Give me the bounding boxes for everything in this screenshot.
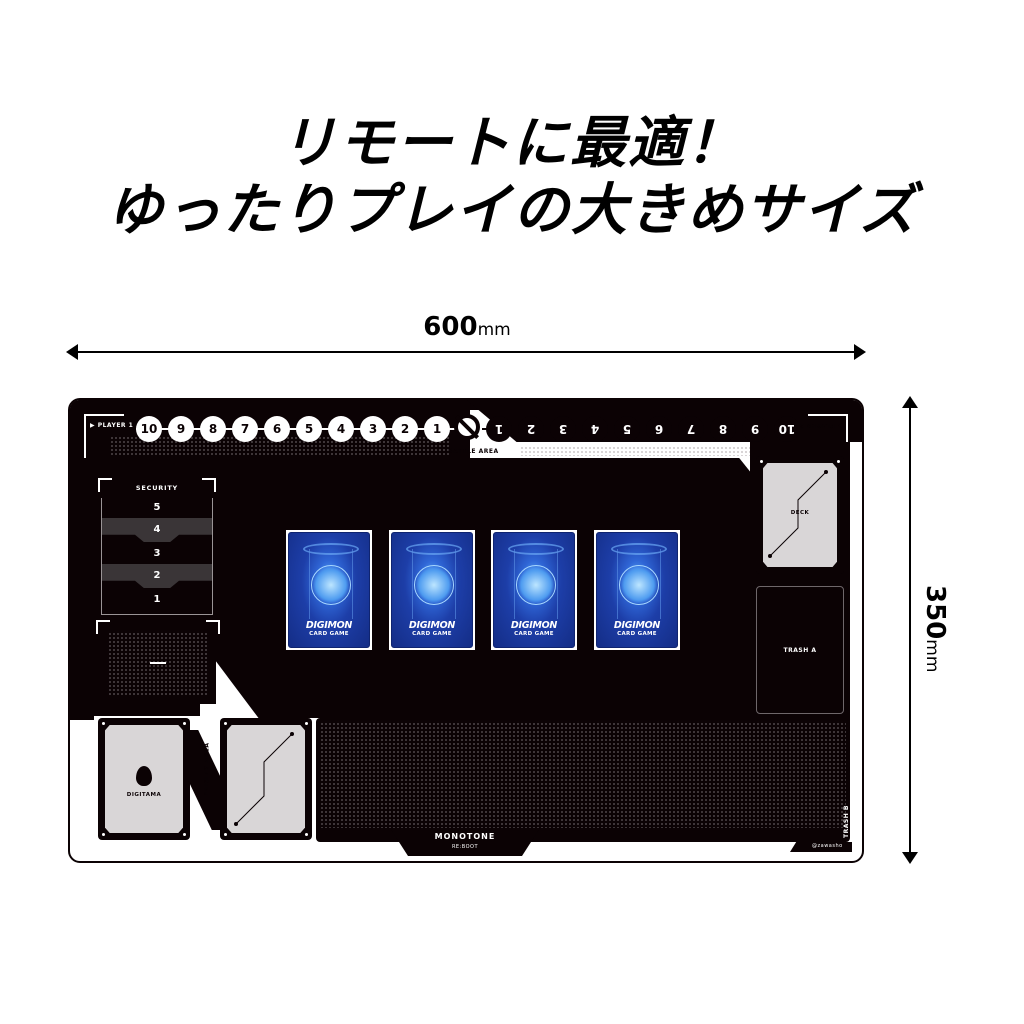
brand-subtitle: RE:BOOT [451, 844, 479, 850]
deck-label: DECK [790, 510, 810, 516]
card-logo-sub: CARD GAME [412, 631, 452, 637]
memory-token[interactable]: 7 [678, 416, 704, 442]
memory-token[interactable]: 9 [168, 416, 194, 442]
circuit-line-icon [234, 732, 294, 826]
raising-area-label: RAISING AREA [203, 742, 211, 797]
memory-token[interactable]: 9 [742, 416, 768, 442]
memory-token[interactable]: 4 [328, 416, 354, 442]
trash-a-slot[interactable]: TRASH A [756, 586, 844, 714]
card-back[interactable]: DIGIMON CARD GAME [594, 530, 680, 650]
card-logo: DIGIMON [510, 620, 558, 631]
memory-token[interactable]: 5 [296, 416, 322, 442]
circuit-line-icon [768, 470, 828, 558]
card-back[interactable]: DIGIMON CARD GAME [286, 530, 372, 650]
width-unit: mm [477, 320, 511, 340]
mat-top-band [70, 400, 862, 410]
playmat: ▶ PLAYER 1 ▶ PLAYER 2 10 9 8 7 6 5 4 3 2… [68, 398, 864, 863]
width-dimension-label: 600mm [0, 312, 934, 342]
brand-title: MONOTONE [434, 832, 496, 841]
height-value: 350 [920, 585, 950, 640]
security-slot[interactable]: 1 [153, 594, 161, 605]
battle-area-label: BATTLE AREA [448, 448, 499, 455]
card-logo: DIGIMON [613, 620, 661, 631]
player1-label: ▶ PLAYER 1 [90, 422, 134, 429]
card-logo-sub: CARD GAME [617, 631, 657, 637]
credit-text: @zawasho [812, 843, 843, 849]
card-logo: DIGIMON [408, 620, 456, 631]
security-title: SECURITY [135, 484, 179, 492]
memory-token[interactable]: 3 [360, 416, 386, 442]
digitama-egg-icon [136, 766, 152, 786]
card-back[interactable]: DIGIMON CARD GAME [389, 530, 475, 650]
security-stack[interactable]: SECURITY 5 4 3 2 1 [98, 478, 216, 618]
dotted-strip-right [520, 446, 750, 456]
brand-plate [390, 828, 540, 856]
memory-track-left: 10 9 8 7 6 5 4 3 2 1 [136, 414, 456, 444]
memory-token[interactable]: 2 [518, 416, 544, 442]
width-value: 600 [423, 312, 478, 342]
memory-token[interactable]: 6 [646, 416, 672, 442]
dash-icon [150, 662, 166, 664]
trash-a-label: TRASH A [783, 647, 817, 654]
height-dimension-label: 350mm [920, 585, 950, 672]
player2-label: ▶ PLAYER 2 [798, 422, 842, 429]
memory-token[interactable]: 8 [200, 416, 226, 442]
memory-token[interactable]: 8 [710, 416, 736, 442]
headline-line-2: ゆったりプレイの大きめサイズ [106, 178, 918, 243]
lower-field-dots [320, 722, 846, 828]
card-logo-sub: CARD GAME [514, 631, 554, 637]
height-unit: mm [922, 639, 942, 673]
deck-slot[interactable]: DECK [756, 456, 844, 574]
dotted-strip-left [110, 436, 450, 456]
memory-token[interactable]: 4 [582, 416, 608, 442]
memory-token[interactable]: 10 [136, 416, 162, 442]
memory-token[interactable]: 6 [264, 416, 290, 442]
memory-token[interactable]: 7 [232, 416, 258, 442]
width-arrow-icon [66, 344, 866, 360]
credit-plate [790, 842, 852, 852]
card-back[interactable]: DIGIMON CARD GAME [491, 530, 577, 650]
digitama-label: DIGITAMA [126, 792, 162, 798]
memory-token[interactable]: 3 [550, 416, 576, 442]
card-logo: DIGIMON [305, 620, 353, 631]
memory-token[interactable]: 1 [486, 416, 512, 442]
memory-token[interactable]: 1 [424, 416, 450, 442]
trash-b-label: TRASH B [842, 805, 850, 838]
memory-token[interactable]: 2 [392, 416, 418, 442]
memory-token[interactable]: 10 [774, 416, 800, 442]
memory-zero-ring-icon[interactable] [454, 414, 480, 440]
security-slot[interactable]: 5 [153, 502, 161, 513]
headline-line-1: リモートに最適！ [280, 111, 744, 176]
digitama-slot[interactable]: DIGITAMA [98, 718, 190, 840]
security-slot[interactable]: 3 [153, 548, 161, 559]
raising-slot[interactable] [220, 718, 312, 840]
memory-track-right: 1 2 3 4 5 6 7 8 9 10 [482, 414, 802, 444]
breeding-zone[interactable] [96, 620, 220, 704]
memory-token[interactable]: 5 [614, 416, 640, 442]
height-arrow-icon [902, 396, 918, 864]
card-logo-sub: CARD GAME [309, 631, 349, 637]
